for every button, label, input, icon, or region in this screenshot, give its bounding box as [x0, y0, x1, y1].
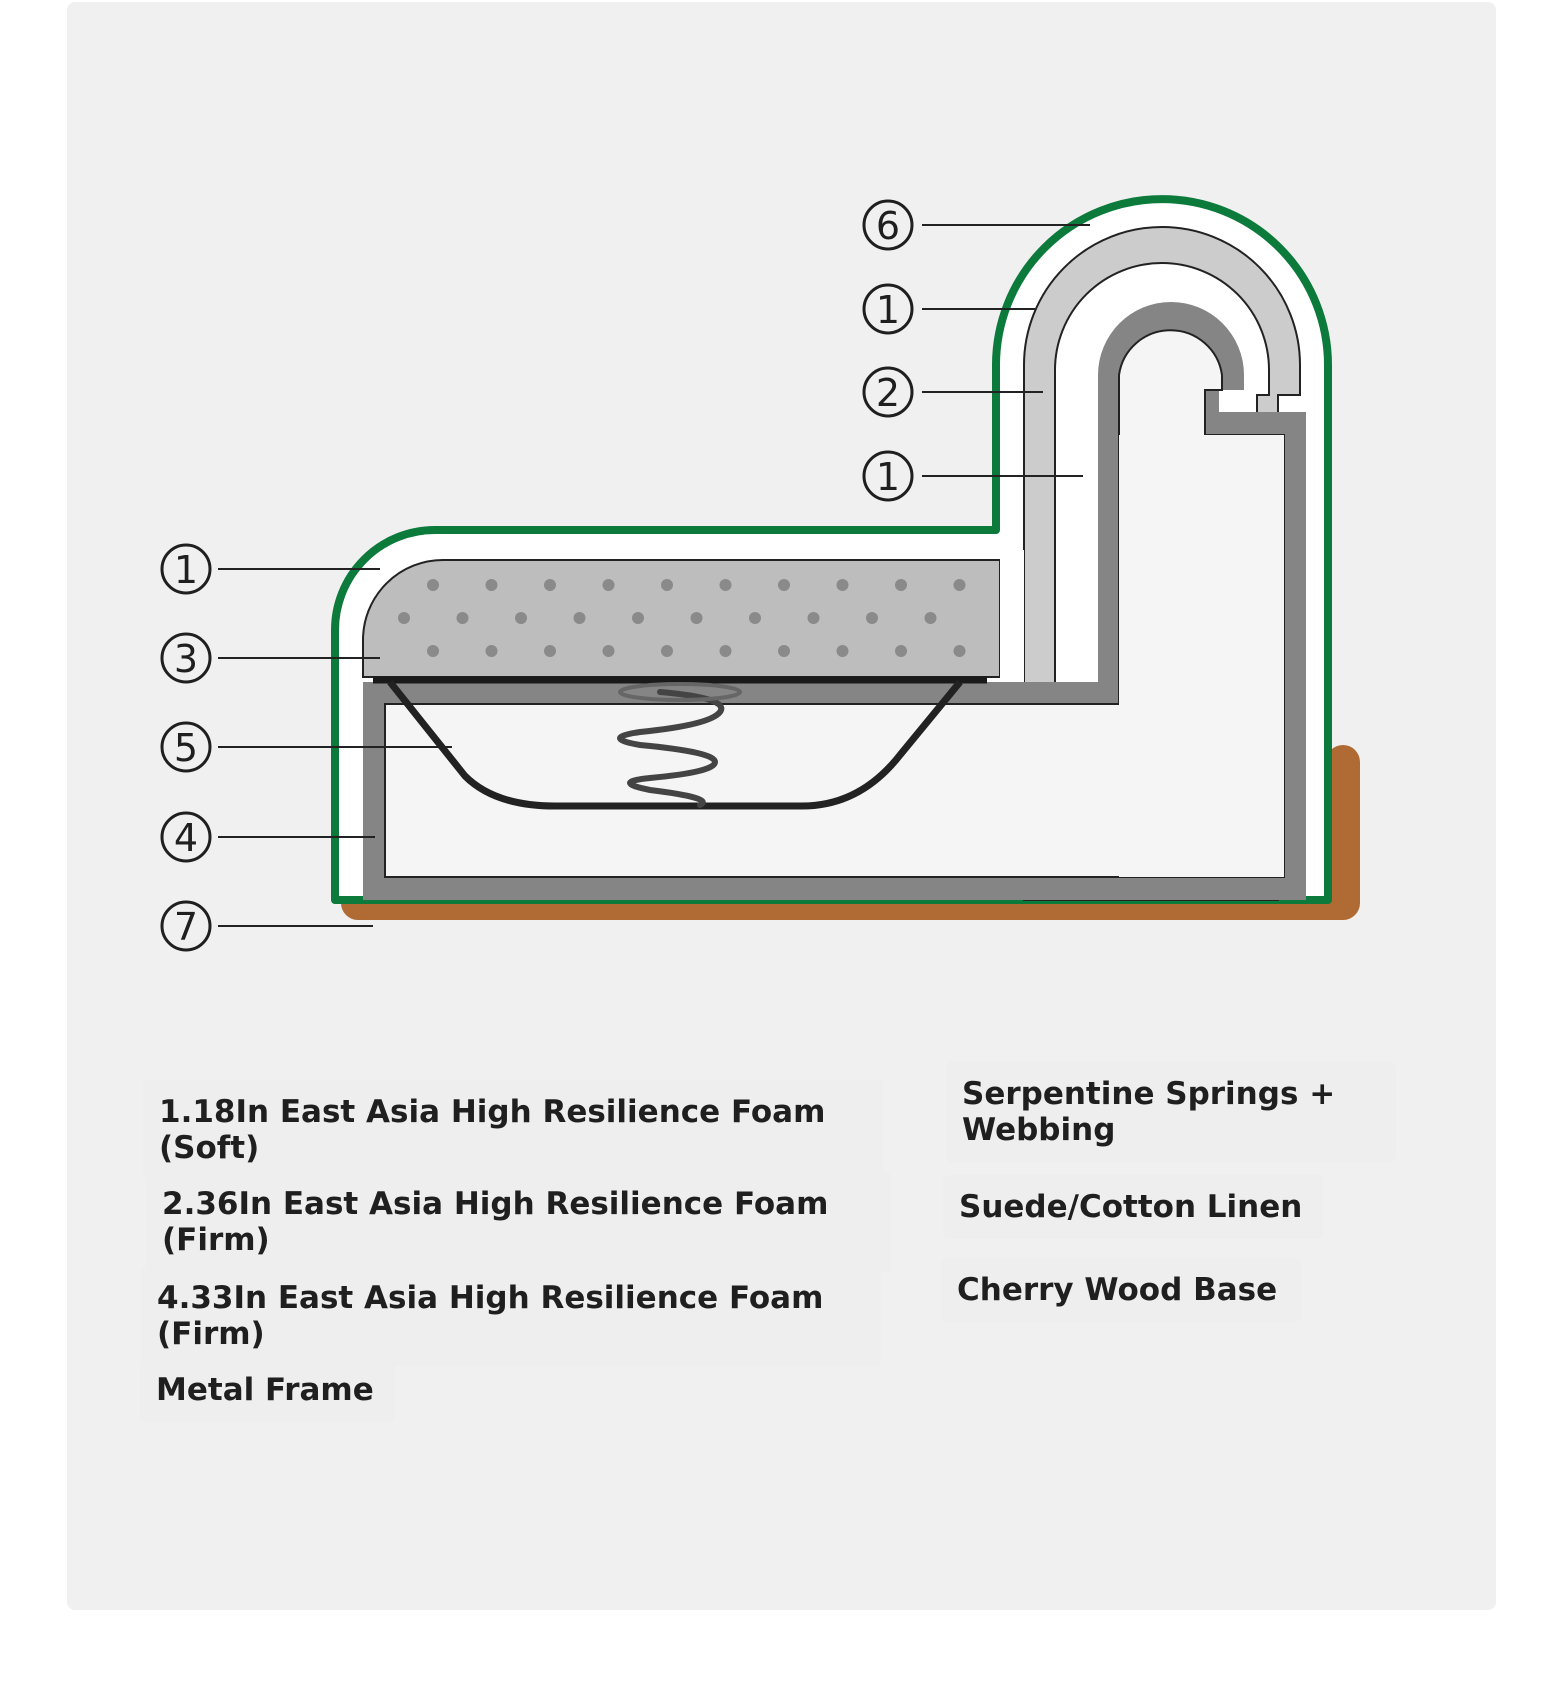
- legend-item-springs: Serpentine Springs + Webbing: [946, 1062, 1396, 1162]
- foam-dot: [924, 612, 937, 624]
- coil-spring: [617, 689, 725, 808]
- seat-foam-dots: [398, 579, 966, 657]
- foam-dot: [778, 645, 790, 657]
- foam-dot: [544, 645, 556, 657]
- foam-dot: [602, 579, 615, 591]
- foam-dot: [456, 612, 469, 624]
- back-seat-junction: [1000, 550, 1024, 682]
- foam-dot: [836, 645, 849, 657]
- foam-dot: [690, 612, 703, 624]
- svg-text:4: 4: [174, 816, 198, 860]
- foam-dot: [719, 645, 732, 657]
- foam-dot: [719, 579, 732, 591]
- legend-item-base: Cherry Wood Base: [941, 1258, 1301, 1322]
- legend-item-4: 4.33In East Asia High Resilience Foam (F…: [141, 1266, 881, 1366]
- foam-dot: [485, 645, 498, 657]
- foam-dot: [953, 579, 966, 591]
- foam-dot: [807, 612, 820, 624]
- svg-text:3: 3: [174, 637, 198, 681]
- svg-text:5: 5: [174, 726, 198, 770]
- foam-dot: [573, 612, 586, 624]
- foam-dot: [953, 645, 966, 657]
- foam-dot: [427, 579, 439, 591]
- svg-text:1: 1: [876, 288, 900, 332]
- marker-3: 3: [160, 632, 212, 684]
- marker-1-back-outer: 1: [862, 283, 914, 335]
- foam-dot: [836, 579, 849, 591]
- foam-dot: [661, 645, 673, 657]
- foam-dot: [661, 579, 673, 591]
- foam-dot: [895, 645, 907, 657]
- marker-6: 6: [862, 199, 914, 251]
- back-cavity: [1119, 435, 1284, 877]
- legend-item-fabric: Suede/Cotton Linen: [943, 1175, 1323, 1239]
- legend-item-metal-frame: Metal Frame: [140, 1358, 395, 1422]
- marker-4: 4: [160, 811, 212, 863]
- spring-webbing: [387, 679, 963, 810]
- foam-dot: [544, 579, 556, 591]
- foam-dot: [632, 612, 644, 624]
- legend-item-2: 2.36In East Asia High Resilience Foam (F…: [146, 1172, 891, 1272]
- marker-1-back-inner: 1: [862, 450, 914, 502]
- foam-dot: [427, 645, 439, 657]
- svg-text:6: 6: [876, 204, 900, 248]
- leader-lines: [218, 224, 1090, 927]
- frame-cavity: [384, 329, 1285, 878]
- foam-dot: [602, 645, 615, 657]
- foam-dot: [485, 579, 498, 591]
- svg-text:1: 1: [876, 455, 900, 499]
- svg-text:7: 7: [174, 905, 198, 949]
- legend-item-1: 1.18In East Asia High Resilience Foam (S…: [143, 1080, 883, 1180]
- marker-2: 2: [862, 366, 914, 418]
- foam-dot: [895, 579, 907, 591]
- foam-dot: [749, 612, 761, 624]
- svg-text:1: 1: [174, 548, 198, 592]
- marker-5: 5: [160, 721, 212, 773]
- svg-text:2: 2: [876, 371, 900, 415]
- marker-1-seat: 1: [160, 543, 212, 595]
- foam-dot: [515, 612, 527, 624]
- coil-spring-top: [618, 682, 742, 702]
- foam-dot: [866, 612, 878, 624]
- foam-dot: [398, 612, 410, 624]
- marker-7: 7: [160, 900, 212, 952]
- foam-dot: [778, 579, 790, 591]
